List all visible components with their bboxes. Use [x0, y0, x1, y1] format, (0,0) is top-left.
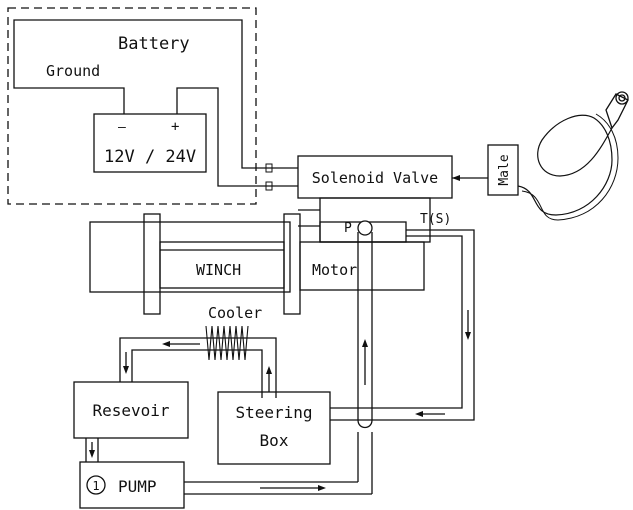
- male-connector-label: Male: [497, 154, 512, 185]
- remote-handle-icon: [605, 91, 629, 130]
- steering-up-arrow-icon: [266, 366, 272, 392]
- battery-plus-sign: +: [171, 119, 179, 135]
- remote-cable-inner: [521, 113, 619, 221]
- pressure-flow-arrow-icon: [362, 339, 368, 385]
- steering-label-line2: Box: [260, 431, 289, 450]
- pump-output-line: [184, 481, 372, 495]
- terminal-stub-2: [265, 181, 273, 191]
- motor-label: Motor: [312, 261, 357, 279]
- ground-wire: [13, 19, 298, 169]
- return-line: [330, 229, 475, 421]
- male-connector-box: [487, 144, 519, 196]
- pump-flow-arrow-icon: [260, 485, 326, 491]
- winch-label: WINCH: [196, 261, 241, 279]
- pump-label: PUMP: [118, 477, 157, 496]
- solenoid-valve-label: Solenoid Valve: [312, 169, 438, 187]
- terminal-stub-1: [265, 163, 273, 173]
- cooler-left-arrow-icon: [162, 341, 200, 347]
- pressure-pipe: [357, 220, 373, 494]
- reservoir-to-pump-line: [85, 438, 99, 462]
- battery-voltage: 12V / 24V: [104, 147, 196, 167]
- cooler-loop: [119, 337, 277, 398]
- positive-wire: [176, 87, 298, 187]
- steering-box: [217, 391, 331, 465]
- ground-label: Ground: [46, 62, 100, 80]
- port-p-label: P: [344, 221, 352, 236]
- pump-box: [79, 461, 185, 509]
- battery-cell: [93, 113, 207, 173]
- cooler-label: Cooler: [208, 304, 262, 322]
- cooler-coil-icon: [205, 325, 249, 361]
- pump-number-circle: [86, 475, 106, 495]
- port-t-label: T(S): [420, 212, 451, 227]
- return-down-arrow-icon: [465, 310, 471, 340]
- battery-title: Battery: [118, 34, 190, 54]
- return-left-arrow-icon: [415, 411, 445, 417]
- winch-flange-right: [283, 213, 301, 315]
- winch-flange-left: [143, 213, 161, 315]
- battery-minus-sign: –: [118, 120, 126, 135]
- winch-body: [89, 221, 291, 293]
- pump-number: 1: [92, 479, 99, 493]
- steering-label-line1: Steering: [235, 403, 312, 422]
- reservoir-box: [73, 381, 189, 439]
- control-arrow-head: [452, 175, 460, 181]
- remote-cable: [517, 114, 613, 216]
- reservoir-down-arrow-icon: [89, 442, 95, 458]
- battery-enclosure: [7, 7, 257, 205]
- cooler-down-arrow-icon: [123, 352, 129, 374]
- reservoir-label: Resevoir: [92, 401, 169, 420]
- motor-body: [299, 241, 425, 291]
